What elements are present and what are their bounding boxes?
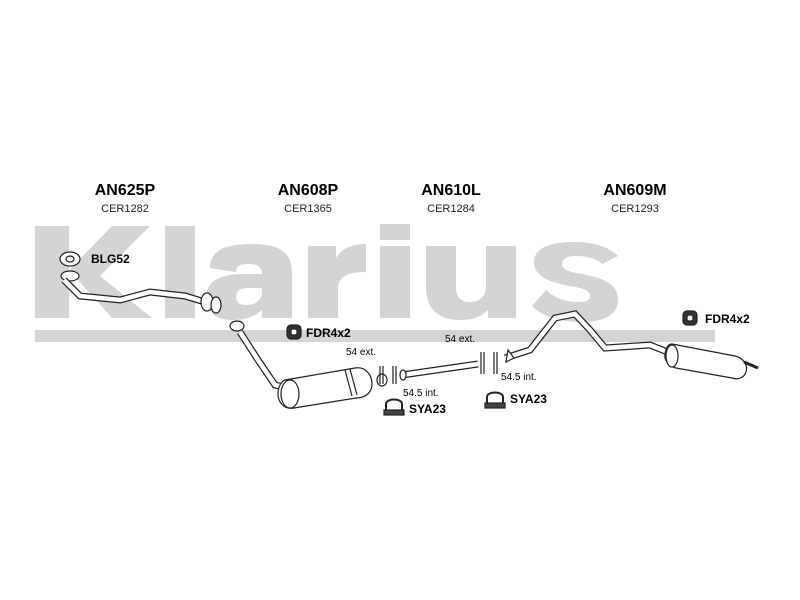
dimension-int-right: 54.5 int. xyxy=(501,372,537,383)
clamp-icon xyxy=(383,398,405,416)
rubber-mount-icon xyxy=(286,324,302,340)
part-code: AN609M xyxy=(603,182,667,199)
part-ref: CER1293 xyxy=(611,203,659,215)
clamp-label-left: SYA23 xyxy=(409,402,446,416)
part-label-an625p: AN625P CER1282 xyxy=(80,182,170,215)
mount-label-left: FDR4x2 xyxy=(306,326,351,340)
rubber-mount-icon xyxy=(682,310,698,326)
gasket-label: BLG52 xyxy=(91,252,130,266)
dimension-int-left: 54.5 int. xyxy=(403,388,439,399)
dimension-ext-right: 54 ext. xyxy=(445,334,476,345)
front-pipe-an625p xyxy=(60,270,222,314)
rear-silencer-an609m xyxy=(503,310,759,380)
mount-label-right: FDR4x2 xyxy=(705,312,750,326)
part-label-an608p: AN608P CER1365 xyxy=(263,182,353,215)
part-label-an609m: AN609M CER1293 xyxy=(590,182,680,215)
part-code: AN625P xyxy=(94,182,156,199)
part-code: AN608P xyxy=(277,182,339,199)
gasket-icon xyxy=(59,251,81,267)
clamp-icon xyxy=(484,391,506,409)
front-silencer-an608p xyxy=(229,320,388,409)
part-ref: CER1284 xyxy=(427,203,475,215)
part-code: AN610L xyxy=(421,182,481,199)
part-ref: CER1282 xyxy=(101,203,149,215)
clamp-marker-right xyxy=(480,352,498,374)
clamp-marker-left xyxy=(379,366,397,384)
centre-pipe-an610l xyxy=(399,360,479,381)
part-ref: CER1365 xyxy=(284,203,332,215)
part-label-an610l: AN610L CER1284 xyxy=(406,182,496,215)
clamp-label-right: SYA23 xyxy=(510,392,547,406)
dimension-ext-left: 54 ext. xyxy=(346,347,377,358)
